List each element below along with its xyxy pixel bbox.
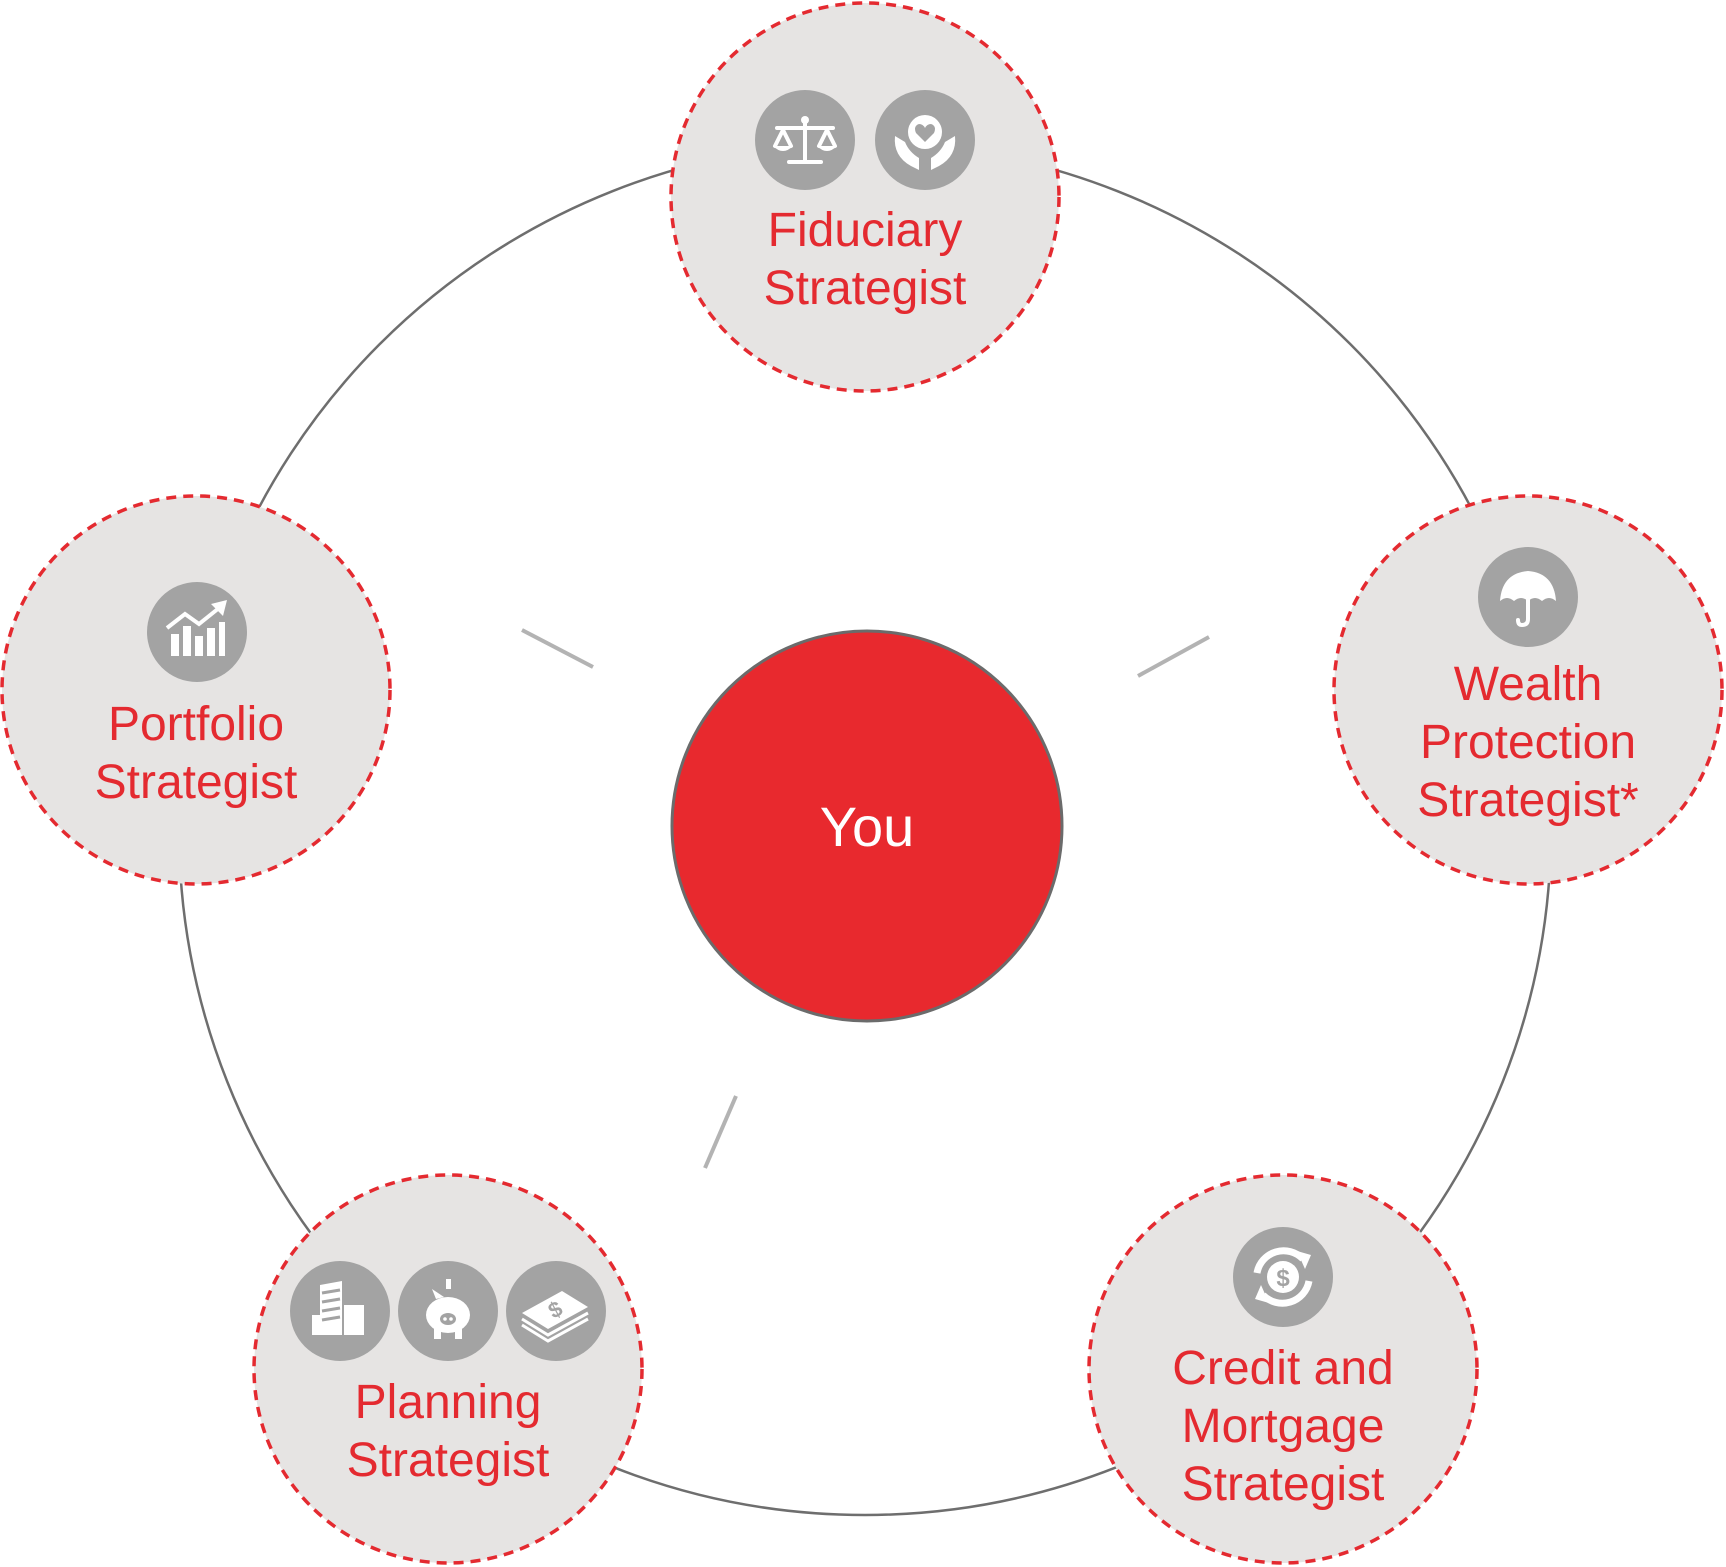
node-portfolio: Portfolio Strategist [0, 494, 392, 886]
center-circle [670, 629, 1064, 1023]
node-wealth-protection: Wealth Protection Strategist* [1332, 494, 1724, 886]
piggy-bank-icon [398, 1261, 498, 1361]
node-label-line: Strategist* [1417, 774, 1638, 827]
node-label-line: Wealth [1454, 658, 1603, 711]
cash-stack-icon: $ [506, 1261, 606, 1361]
node-label-line: Strategist [1182, 1458, 1385, 1511]
node-label-line: Strategist [347, 1434, 550, 1487]
tick-mark [521, 628, 594, 669]
node-label-line: Fiduciary [768, 204, 963, 257]
node-label-line: Mortgage [1182, 1400, 1385, 1453]
node-label-line: Credit and [1172, 1342, 1393, 1395]
scales-icon [755, 90, 855, 190]
node-circle [0, 494, 392, 886]
tick-mark [1137, 635, 1210, 678]
umbrella-icon [1478, 547, 1578, 647]
node-label-line: Portfolio [108, 698, 284, 751]
tick-mark [703, 1095, 738, 1169]
node-fiduciary: Fiduciary Strategist [669, 1, 1061, 393]
node-circle [669, 1, 1061, 393]
node-label-line: Strategist [95, 756, 298, 809]
node-planning: $ Planning Strategist [252, 1173, 644, 1565]
center-node: You [670, 629, 1064, 1023]
buildings-icon [290, 1261, 390, 1361]
node-circle [252, 1173, 644, 1565]
node-circle [1087, 1173, 1479, 1565]
node-label-line: Strategist [764, 262, 967, 315]
node-credit-mortgage: $ Credit and Mortgage Strategist [1087, 1173, 1479, 1565]
node-label-line: Protection [1420, 716, 1636, 769]
svg-text:$: $ [1276, 1265, 1290, 1292]
hands-heart-icon [875, 90, 975, 190]
dollar-refresh-icon: $ [1233, 1227, 1333, 1327]
bar-chart-growth-icon [147, 582, 247, 682]
center-label: You [820, 795, 915, 858]
node-label-line: Planning [355, 1376, 542, 1429]
node-circle [1332, 494, 1724, 886]
